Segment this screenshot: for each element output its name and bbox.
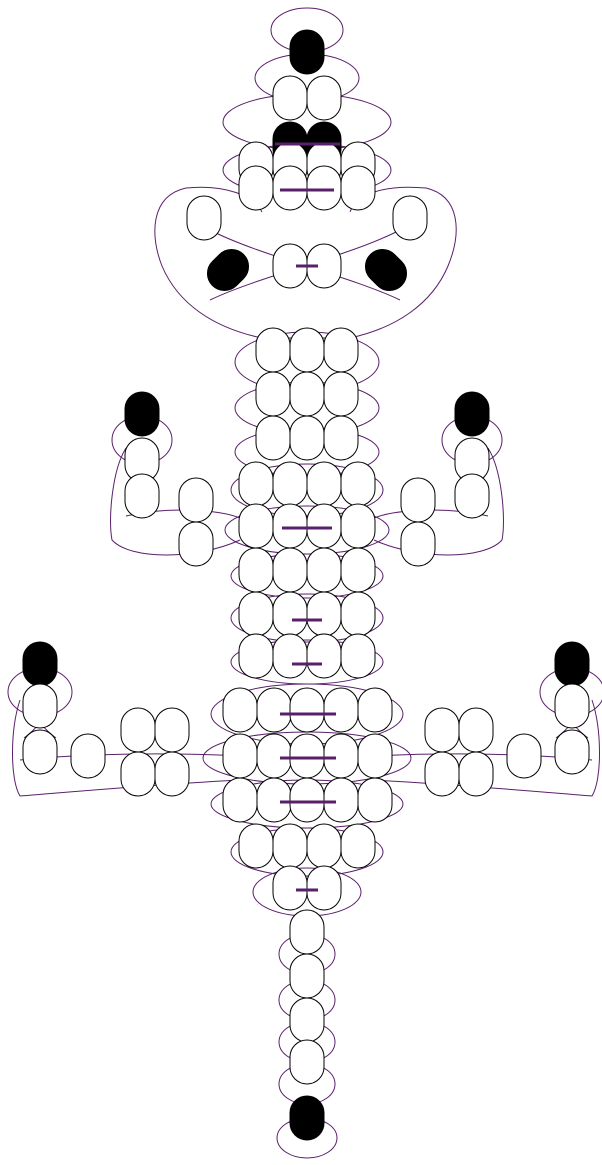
- bead: [307, 592, 341, 636]
- bead: [324, 778, 358, 822]
- bead: [290, 688, 324, 732]
- bead: [273, 76, 307, 120]
- bead: [23, 730, 57, 774]
- bead: [401, 478, 435, 522]
- bead: [290, 998, 324, 1042]
- bead: [273, 462, 307, 506]
- bead: [324, 416, 358, 460]
- bead: [121, 708, 155, 752]
- bead: [256, 372, 290, 416]
- bead: [507, 734, 541, 778]
- black-bead: [290, 1096, 324, 1140]
- bead: [273, 548, 307, 592]
- bead: [239, 634, 273, 678]
- bead: [239, 824, 273, 868]
- bead: [257, 734, 291, 778]
- bead: [187, 196, 221, 240]
- bead: [341, 504, 375, 548]
- bead: [155, 708, 189, 752]
- bead: [358, 778, 392, 822]
- bead: [307, 634, 341, 678]
- black-bead: [125, 392, 159, 436]
- bead: [290, 954, 324, 998]
- bead: [223, 778, 257, 822]
- bead: [256, 328, 290, 372]
- bead: [223, 734, 257, 778]
- bead: [257, 778, 291, 822]
- bead: [425, 708, 459, 752]
- black-bead: [358, 242, 413, 297]
- bead: [290, 416, 324, 460]
- bead: [341, 462, 375, 506]
- bead: [256, 416, 290, 460]
- bead: [307, 824, 341, 868]
- bead: [324, 688, 358, 732]
- bead: [273, 504, 307, 548]
- bead: [425, 752, 459, 796]
- bead: [307, 76, 341, 120]
- bead: [307, 462, 341, 506]
- beads: [23, 30, 589, 1140]
- bead: [459, 708, 493, 752]
- bead: [341, 592, 375, 636]
- bead: [290, 734, 324, 778]
- black-bead: [555, 642, 589, 686]
- bead: [459, 752, 493, 796]
- bead: [290, 910, 324, 954]
- bead: [125, 474, 159, 518]
- bead: [401, 522, 435, 566]
- bead: [23, 684, 57, 728]
- bead: [273, 166, 307, 210]
- bead: [324, 328, 358, 372]
- bead: [239, 548, 273, 592]
- bead: [273, 866, 307, 910]
- bead: [324, 372, 358, 416]
- bead: [273, 824, 307, 868]
- bead: [179, 522, 213, 566]
- black-bead: [290, 30, 324, 74]
- bead: [290, 328, 324, 372]
- black-bead: [23, 642, 57, 686]
- bead: [273, 592, 307, 636]
- black-bead: [200, 242, 255, 297]
- bead: [555, 684, 589, 728]
- bead: [290, 372, 324, 416]
- bead: [358, 688, 392, 732]
- bead: [341, 824, 375, 868]
- bead: [257, 688, 291, 732]
- bead: [273, 634, 307, 678]
- bead: [179, 478, 213, 522]
- bead: [239, 166, 273, 210]
- bead: [223, 688, 257, 732]
- bead: [239, 592, 273, 636]
- bead: [307, 504, 341, 548]
- bead: [307, 548, 341, 592]
- bead: [455, 474, 489, 518]
- bead: [324, 734, 358, 778]
- bead: [555, 730, 589, 774]
- bead: [239, 504, 273, 548]
- bead: [393, 196, 427, 240]
- bead: [239, 462, 273, 506]
- bead: [341, 166, 375, 210]
- bead: [341, 548, 375, 592]
- bead: [341, 634, 375, 678]
- bead: [307, 166, 341, 210]
- bead: [71, 734, 105, 778]
- black-bead: [455, 392, 489, 436]
- bead: [307, 866, 341, 910]
- bead: [155, 752, 189, 796]
- bead: [290, 778, 324, 822]
- bead: [290, 1040, 324, 1084]
- bead: [358, 734, 392, 778]
- bead: [121, 752, 155, 796]
